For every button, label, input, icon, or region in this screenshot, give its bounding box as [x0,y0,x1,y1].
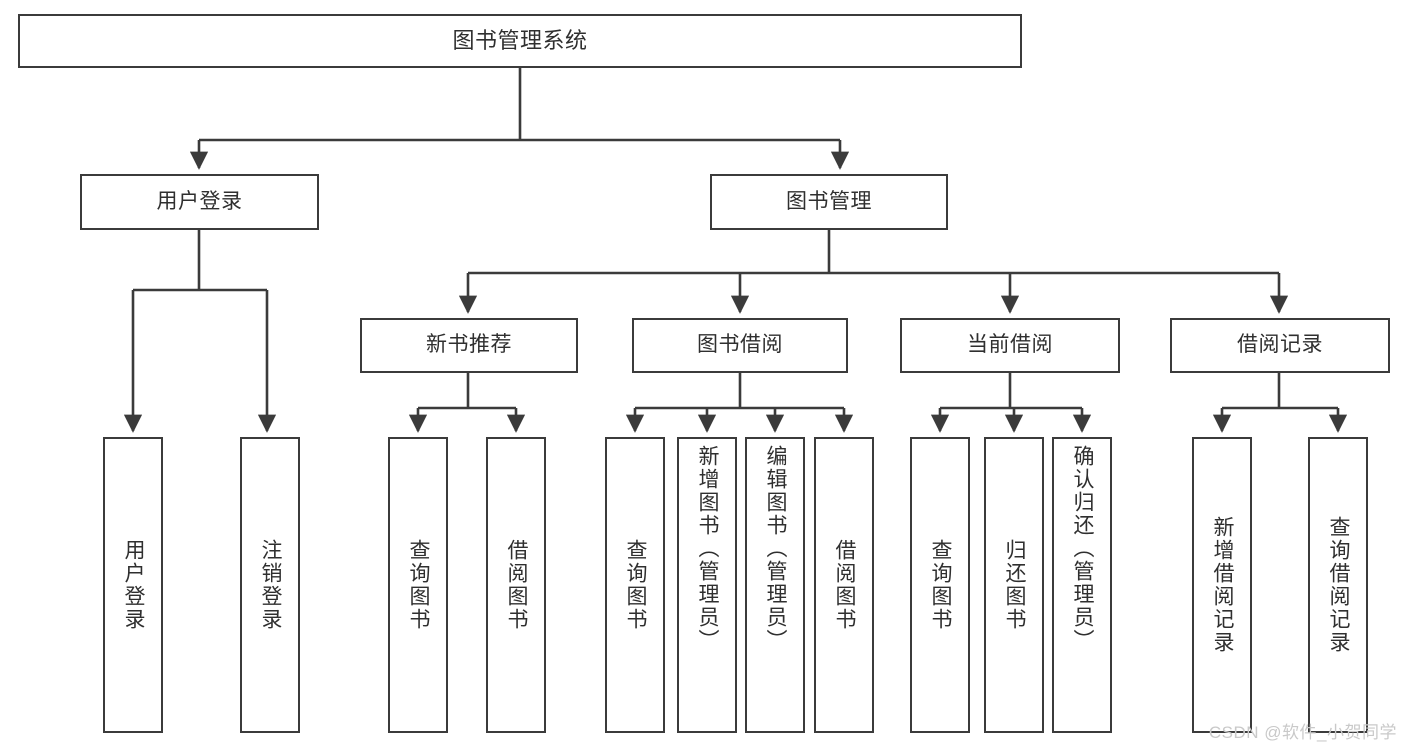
leaf-query-book-current[interactable]: 查询图书 [910,437,970,733]
node-label: 借阅记录 [1237,333,1323,357]
node-new-book-recommend[interactable]: 新书推荐 [360,318,578,373]
node-label: 新增图书（管理员） [696,445,720,652]
node-book-borrow[interactable]: 图书借阅 [632,318,848,373]
node-label: 编辑图书（管理员） [764,445,788,652]
leaf-query-book-borrow[interactable]: 查询图书 [605,437,665,733]
leaf-borrow-book[interactable]: 借阅图书 [814,437,874,733]
leaf-add-book-admin[interactable]: 新增图书（管理员） [677,437,737,733]
node-label: 注销登录 [259,539,283,631]
node-user-login[interactable]: 用户登录 [80,174,319,230]
node-label: 当前借阅 [967,333,1053,357]
node-label: 查询图书 [929,539,953,631]
leaf-user-login[interactable]: 用户登录 [103,437,163,733]
node-current-borrow[interactable]: 当前借阅 [900,318,1120,373]
node-label: 借阅图书 [833,539,857,631]
node-label: 新书推荐 [426,333,512,357]
node-label: 用户登录 [156,189,243,213]
node-label: 确认归还（管理员） [1071,445,1095,652]
node-label: 查询图书 [624,539,648,631]
leaf-query-borrow-record[interactable]: 查询借阅记录 [1308,437,1368,733]
watermark-text: CSDN @软件_小贺同学 [1208,723,1397,742]
node-label: 查询借阅记录 [1327,516,1351,654]
leaf-logout[interactable]: 注销登录 [240,437,300,733]
node-label: 图书管理系统 [452,28,588,54]
leaf-confirm-return-admin[interactable]: 确认归还（管理员） [1052,437,1112,733]
leaf-borrow-book-recommend[interactable]: 借阅图书 [486,437,546,733]
node-label: 用户登录 [122,539,146,631]
node-root-system[interactable]: 图书管理系统 [18,14,1022,68]
node-book-management[interactable]: 图书管理 [710,174,948,230]
leaf-return-book[interactable]: 归还图书 [984,437,1044,733]
node-label: 新增借阅记录 [1211,516,1235,654]
node-label: 图书管理 [786,189,872,213]
node-label: 查询图书 [407,539,431,631]
leaf-add-borrow-record[interactable]: 新增借阅记录 [1192,437,1252,733]
node-label: 归还图书 [1003,539,1027,631]
leaf-query-book-recommend[interactable]: 查询图书 [388,437,448,733]
node-borrow-record[interactable]: 借阅记录 [1170,318,1390,373]
node-label: 图书借阅 [697,333,783,357]
leaf-edit-book-admin[interactable]: 编辑图书（管理员） [745,437,805,733]
node-label: 借阅图书 [505,539,529,631]
